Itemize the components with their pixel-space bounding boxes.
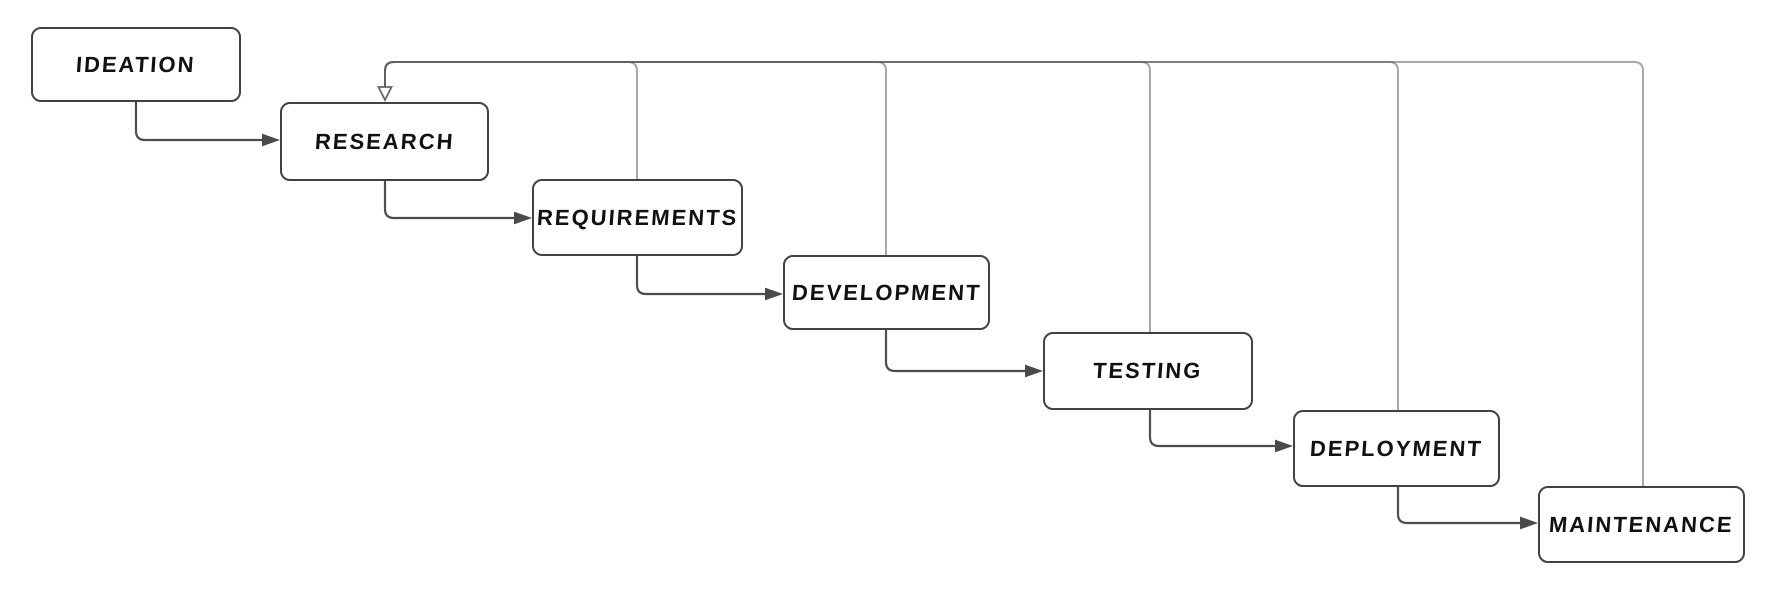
flow-arrowhead-research <box>262 133 280 147</box>
node-research: RESEARCH <box>280 102 489 181</box>
node-maintenance-label: MAINTENANCE <box>1548 511 1735 537</box>
node-ideation-label: IDEATION <box>75 51 197 77</box>
node-testing: TESTING <box>1043 332 1253 410</box>
flow-arrowhead-testing <box>1025 364 1043 378</box>
flow-arrowhead-deployment <box>1275 439 1293 453</box>
feedback-arrowhead-research <box>377 86 393 103</box>
node-development: DEVELOPMENT <box>783 255 990 330</box>
flow-arrowhead-development <box>765 287 783 301</box>
flow-arrowhead-maintenance <box>1520 516 1538 530</box>
flow-edge-testing-deployment <box>1148 410 1276 448</box>
flow-edge-development-testing <box>884 330 1026 373</box>
flow-edge-requirements-development <box>635 256 766 296</box>
flow-edge-research-requirements <box>383 181 515 220</box>
node-maintenance: MAINTENANCE <box>1538 486 1745 563</box>
flow-edge-deployment-maintenance <box>1396 487 1521 525</box>
node-requirements: REQUIREMENTS <box>532 179 743 256</box>
node-ideation: IDEATION <box>31 27 241 102</box>
feedback-edge-maintenance-research <box>384 61 1644 486</box>
node-deployment: DEPLOYMENT <box>1293 410 1500 487</box>
node-requirements-label: REQUIREMENTS <box>536 204 740 230</box>
node-testing-label: TESTING <box>1092 358 1204 383</box>
flow-edge-ideation-research <box>134 102 263 142</box>
node-development-label: DEVELOPMENT <box>790 279 983 305</box>
node-research-label: RESEARCH <box>313 128 456 154</box>
flow-arrowhead-requirements <box>514 211 532 225</box>
node-deployment-label: DEPLOYMENT <box>1309 435 1484 461</box>
